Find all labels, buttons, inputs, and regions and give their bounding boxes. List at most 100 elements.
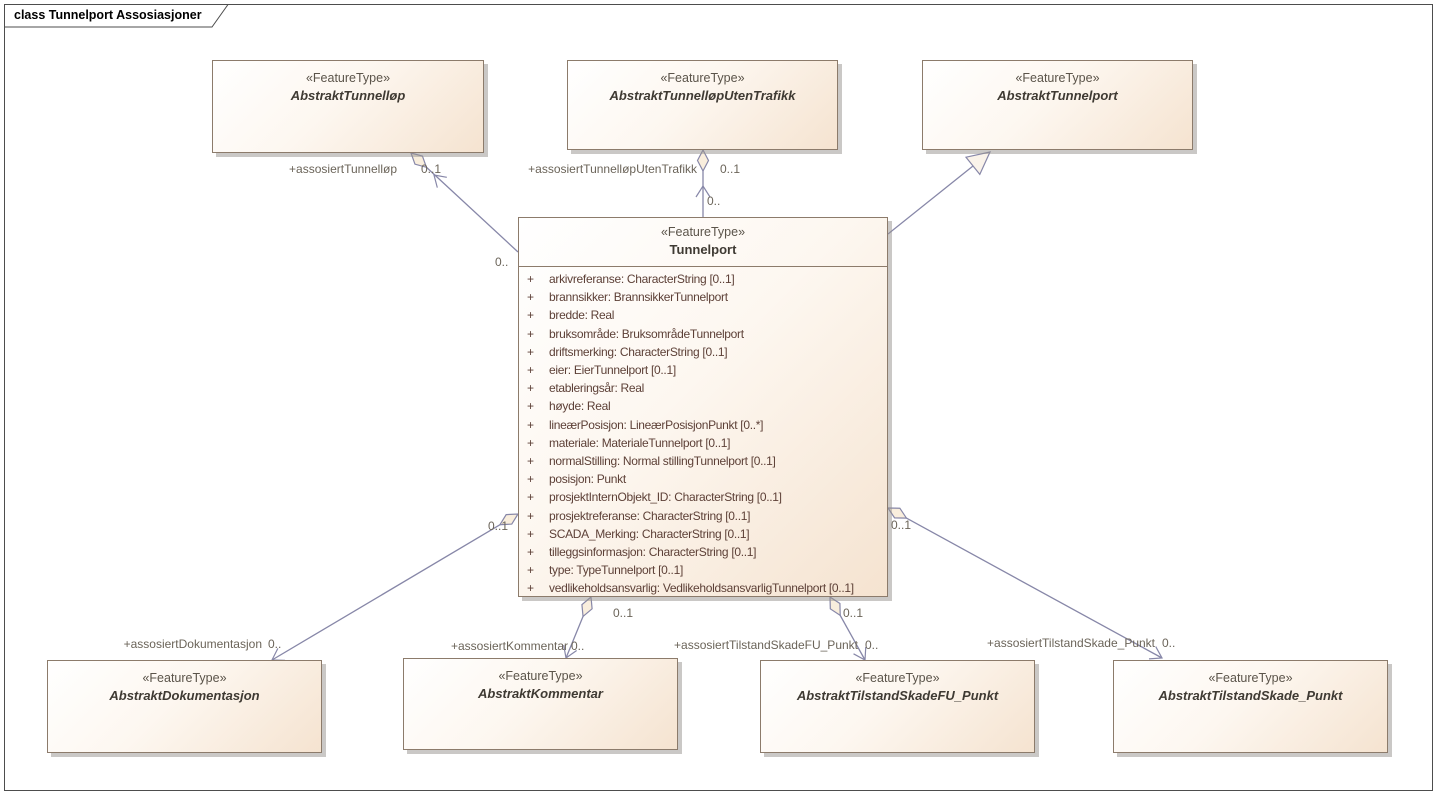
attribute-visibility: + xyxy=(527,526,535,541)
class-abstrakt-tilstand-skade-fu-punkt[interactable]: «FeatureType» AbstraktTilstandSkadeFU_Pu… xyxy=(760,660,1035,753)
attribute-row: + vedlikeholdsansvarlig: Vedlikeholdsansv… xyxy=(527,579,883,597)
class-name: AbstraktKommentar xyxy=(478,686,603,701)
attribute-text: prosjektInternObjekt_ID: CharacterString… xyxy=(549,490,782,505)
attribute-row: + lineærPosisjon: LineærPosisjonPunkt [0.… xyxy=(527,416,883,434)
attribute-visibility: + xyxy=(527,363,535,378)
stereotype-label: «FeatureType» xyxy=(142,671,227,685)
class-name: AbstraktDokumentasjon xyxy=(109,688,260,703)
attribute-visibility: + xyxy=(527,508,535,523)
attribute-text: bredde: Real xyxy=(549,308,615,323)
attribute-row: + brannsikker: BrannsikkerTunnelport xyxy=(527,288,883,306)
attribute-row: + høyde: Real xyxy=(527,397,883,415)
attribute-visibility: + xyxy=(527,435,535,450)
stereotype-label: «FeatureType» xyxy=(660,225,746,239)
multiplicity-label: 0..1 xyxy=(613,606,634,620)
attribute-visibility: + xyxy=(527,290,535,305)
attribute-visibility: + xyxy=(527,381,535,396)
attribute-list: +arkivreferanse: CharacterString [0..1]+… xyxy=(519,267,887,598)
attribute-text: lineærPosisjon: LineærPosisjonPunkt [0..… xyxy=(549,417,764,432)
attribute-text: tilleggsinformasjon: CharacterString [0.… xyxy=(549,545,757,560)
class-name: AbstraktTilstandSkadeFU_Punkt xyxy=(796,688,999,703)
multiplicity-label: 0..1 xyxy=(891,518,912,532)
attribute-text: høyde: Real xyxy=(549,399,611,414)
class-abstrakt-tunnellop-uten-trafikk[interactable]: «FeatureType» AbstraktTunnelløpUtenTrafi… xyxy=(567,60,838,150)
multiplicity-label: 0.. xyxy=(571,639,585,653)
attribute-text: prosjektreferanse: CharacterString [0..1… xyxy=(549,508,751,523)
attribute-row: + posisjon: Punkt xyxy=(527,470,883,488)
attribute-text: SCADA_Merking: CharacterString [0..1] xyxy=(549,526,750,541)
stereotype-label: «FeatureType» xyxy=(498,669,583,683)
attribute-visibility: + xyxy=(527,472,535,487)
connector-assosiert-tunnellop xyxy=(410,152,519,253)
attribute-text: vedlikeholdsansvarlig: Vedlikeholdsansva… xyxy=(549,581,854,596)
class-name: Tunnelport xyxy=(669,242,737,257)
attribute-row: + prosjektreferanse: CharacterString [0..… xyxy=(527,507,883,525)
class-name: AbstraktTunnelløp xyxy=(290,88,406,103)
multiplicity-label: 0.. xyxy=(707,194,721,208)
attribute-row: + normalStilling: Normal stillingTunnelpo… xyxy=(527,452,883,470)
stereotype-label: «FeatureType» xyxy=(1208,671,1293,685)
attribute-visibility: + xyxy=(527,326,535,341)
frame-tab-shape xyxy=(4,4,229,28)
attribute-visibility: + xyxy=(527,272,535,286)
attribute-text: arkivreferanse: CharacterString [0..1] xyxy=(549,272,735,286)
role-label-assosiert-tunnellop: +assosiertTunnelløp xyxy=(289,162,397,176)
connector-generalization-abstrakt-tunnelport xyxy=(887,151,992,235)
attribute-text: driftsmerking: CharacterString [0..1] xyxy=(549,344,728,359)
attribute-row: + etableringsår: Real xyxy=(527,379,883,397)
attribute-row: + bruksområde: BruksområdeTunnelport xyxy=(527,325,883,343)
multiplicity-label: 0.. xyxy=(1162,636,1176,650)
role-label-assosiert-tunnellop-uten-trafikk: +assosiertTunnelløpUtenTrafikk xyxy=(528,162,697,176)
class-abstrakt-tunnellop[interactable]: «FeatureType» AbstraktTunnelløp xyxy=(212,60,484,153)
attribute-visibility: + xyxy=(527,399,535,414)
multiplicity-label: 0..1 xyxy=(720,162,741,176)
attribute-row: + driftsmerking: CharacterString [0..1] xyxy=(527,343,883,361)
connector-assosiert-tunnellop-uten-trafikk xyxy=(695,148,711,217)
multiplicity-label: 0.. xyxy=(865,638,879,652)
attribute-text: bruksområde: BruksområdeTunnelport xyxy=(549,326,744,341)
attribute-row: + bredde: Real xyxy=(527,306,883,324)
attribute-visibility: + xyxy=(527,454,535,469)
class-name: AbstraktTunnelport xyxy=(997,88,1118,103)
attribute-text: brannsikker: BrannsikkerTunnelport xyxy=(549,290,728,305)
diagram-title: class Tunnelport Assosiasjoner xyxy=(14,8,202,22)
class-abstrakt-dokumentasjon[interactable]: «FeatureType» AbstraktDokumentasjon xyxy=(47,660,322,753)
multiplicity-label: 0.. xyxy=(495,255,509,269)
multiplicity-label: 0..1 xyxy=(843,606,864,620)
attribute-text: etableringsår: Real xyxy=(549,381,645,396)
role-label-assosiert-tilstand-skade-punkt: +assosiertTilstandSkade_Punkt xyxy=(987,636,1155,650)
attribute-visibility: + xyxy=(527,344,535,359)
stereotype-label: «FeatureType» xyxy=(305,71,391,85)
attribute-visibility: + xyxy=(527,581,535,596)
class-name: AbstraktTunnelløpUtenTrafikk xyxy=(609,88,796,103)
class-abstrakt-tunnelport[interactable]: «FeatureType» AbstraktTunnelport xyxy=(922,60,1193,150)
stereotype-label: «FeatureType» xyxy=(855,671,940,685)
multiplicity-label: 0.. xyxy=(268,637,282,651)
attribute-visibility: + xyxy=(527,417,535,432)
multiplicity-label: 0..1 xyxy=(488,519,509,533)
attribute-row: + tilleggsinformasjon: CharacterString [0… xyxy=(527,543,883,561)
class-tunnelport[interactable]: «FeatureType» Tunnelport + arkivreferanse… xyxy=(518,217,888,597)
attribute-row: +materiale: MaterialeTunnelport [0..1] xyxy=(527,434,883,452)
multiplicity-label: 0..1 xyxy=(421,162,442,176)
class-name: AbstraktTilstandSkade_Punkt xyxy=(1158,688,1343,703)
attribute-text: eier: EierTunnelport [0..1] xyxy=(549,363,676,378)
role-label-assosiert-kommentar: +assosiertKommentar xyxy=(450,639,568,653)
stereotype-label: «FeatureType» xyxy=(1015,71,1100,85)
class-abstrakt-tilstand-skade-punkt[interactable]: «FeatureType» AbstraktTilstandSkade_Punk… xyxy=(1113,660,1388,753)
attribute-text: normalStilling: Normal stillingTunnelpor… xyxy=(549,454,776,469)
connector-assosiert-tilstand-skade-punkt xyxy=(886,507,1163,660)
connector-assosiert-tilstand-skade-fu-punkt xyxy=(829,595,867,661)
attribute-text: posisjon: Punkt xyxy=(549,472,626,487)
attribute-row: + eier: EierTunnelport [0..1] xyxy=(527,361,883,379)
attribute-row: + arkivreferanse: CharacterString [0..1] xyxy=(527,270,883,288)
class-abstrakt-kommentar[interactable]: «FeatureType» AbstraktKommentar xyxy=(403,658,678,750)
attribute-text: type: TypeTunnelport [0..1] xyxy=(549,563,683,578)
role-label-assosiert-tilstand-skade-fu-punkt: +assosiertTilstandSkadeFU_Punkt xyxy=(674,638,858,652)
attribute-visibility: + xyxy=(527,563,535,578)
attribute-visibility: + xyxy=(527,308,535,323)
attribute-visibility: + xyxy=(527,490,535,505)
attribute-row: + type: TypeTunnelport [0..1] xyxy=(527,561,883,579)
stereotype-label: «FeatureType» xyxy=(660,71,745,85)
attribute-visibility: + xyxy=(527,545,535,560)
